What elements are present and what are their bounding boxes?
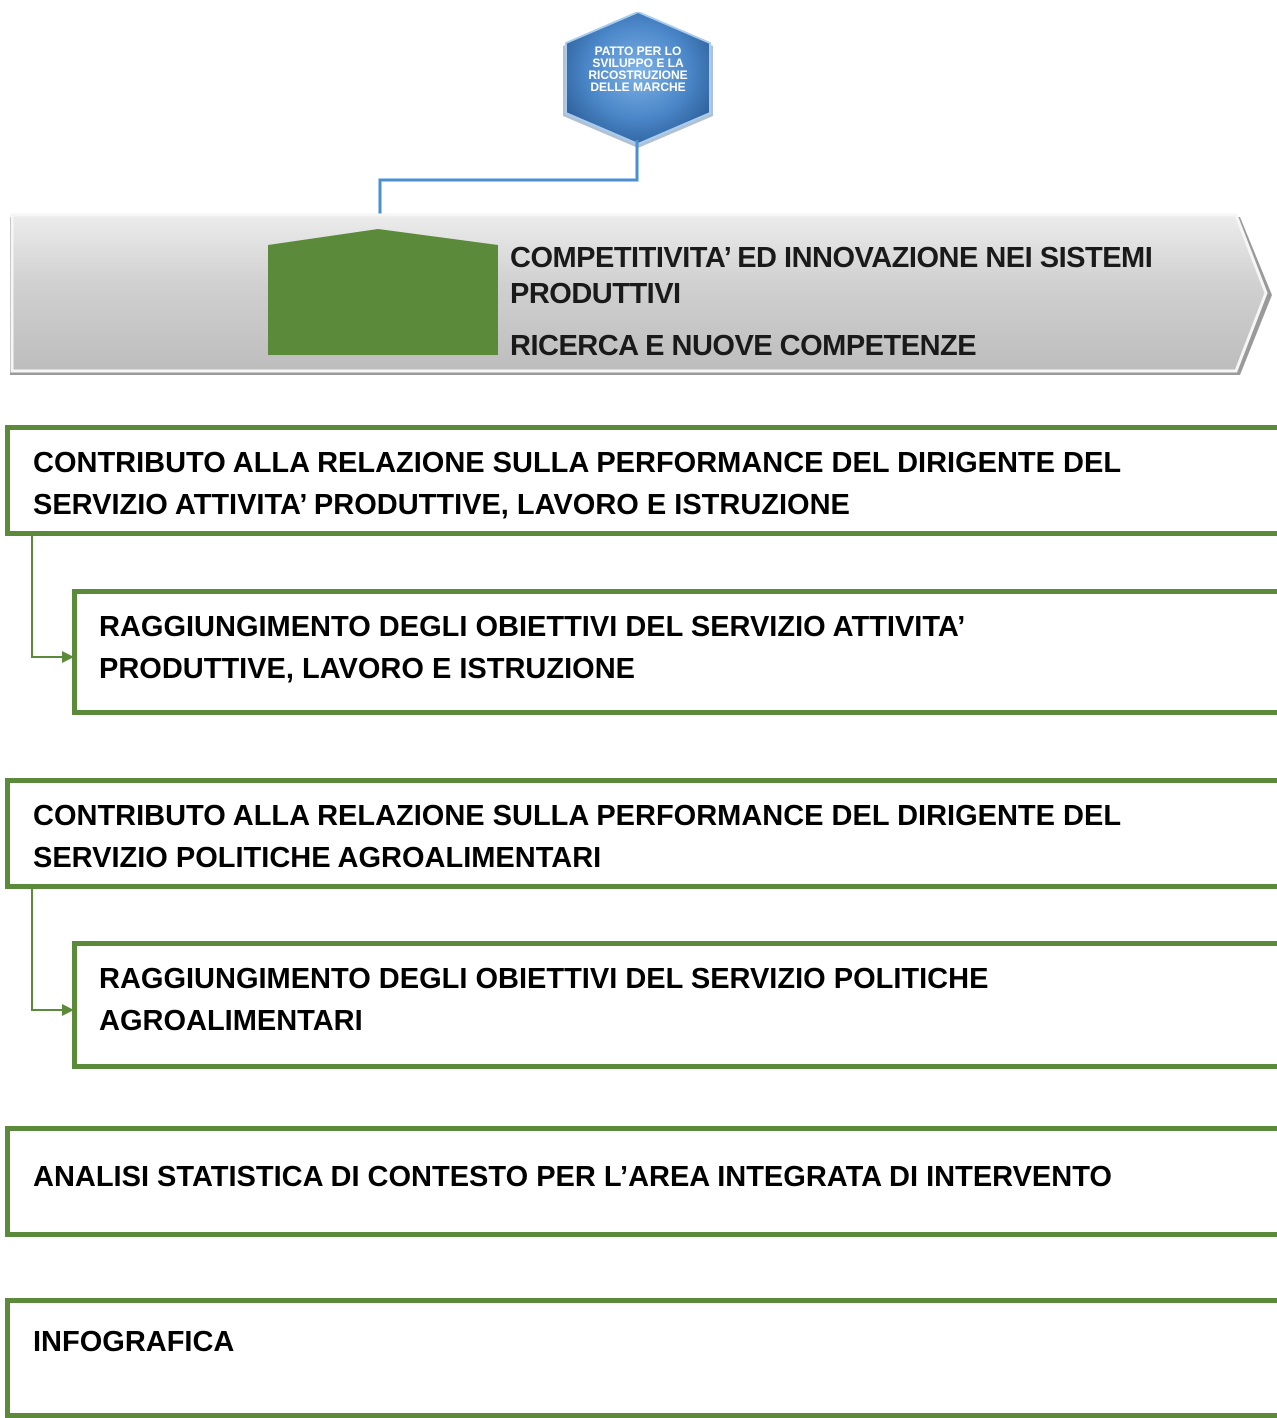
box-raggiungimento-politiche-agroalimentari: RAGGIUNGIMENTO DEGLI OBIETTIVI DEL SERVI… [72, 941, 1277, 1069]
box-text-line: RAGGIUNGIMENTO DEGLI OBIETTIVI DEL SERVI… [99, 611, 966, 643]
hexagon-label-line: PATTO PER LO [594, 44, 682, 58]
box-raggiungimento-attivita-produttive: RAGGIUNGIMENTO DEGLI OBIETTIVI DEL SERVI… [72, 589, 1277, 715]
hexagon-label-line: DELLE MARCHE [590, 80, 686, 94]
box-text-line: CONTRIBUTO ALLA RELAZIONE SULLA PERFORMA… [33, 447, 1122, 479]
objective-banner [10, 213, 1272, 375]
box-contributo-politiche-agroalimentari: CONTRIBUTO ALLA RELAZIONE SULLA PERFORMA… [5, 778, 1277, 889]
connector-2 [31, 888, 64, 1011]
box-text-line: SERVIZIO POLITICHE AGROALIMENTARI [33, 842, 602, 874]
box-text-line: RAGGIUNGIMENTO DEGLI OBIETTIVI DEL SERVI… [99, 963, 989, 995]
hexagon-shape [563, 12, 713, 148]
connector-1 [31, 534, 64, 658]
banner-line-2: PRODUTTIVI [510, 278, 681, 310]
box-analisi-statistica: ANALISI STATISTICA DI CONTESTO PER L’ARE… [5, 1126, 1277, 1237]
box-text-line: SERVIZIO ATTIVITA’ PRODUTTIVE, LAVORO E … [33, 489, 850, 521]
box-text-line: CONTRIBUTO ALLA RELAZIONE SULLA PERFORMA… [33, 800, 1122, 832]
box-text-line: AGROALIMENTARI [99, 1005, 363, 1037]
box-text-line: ANALISI STATISTICA DI CONTESTO PER L’ARE… [33, 1161, 1112, 1193]
green-block [268, 229, 498, 355]
box-infografica: INFOGRAFICA [5, 1298, 1277, 1418]
banner-line-3: RICERCA E NUOVE COMPETENZE [510, 330, 977, 362]
hexagon-label: PATTO PER LO SVILUPPO E LA RICOSTRUZIONE… [568, 45, 708, 93]
box-text-line: INFOGRAFICA [33, 1326, 235, 1358]
hexagon-label-line: RICOSTRUZIONE [588, 68, 688, 82]
box-contributo-attivita-produttive: CONTRIBUTO ALLA RELAZIONE SULLA PERFORMA… [5, 425, 1277, 536]
banner-line-1: COMPETITIVITA’ ED INNOVAZIONE NEI SISTEM… [510, 242, 1153, 274]
box-text-line: PRODUTTIVE, LAVORO E ISTRUZIONE [99, 653, 635, 685]
hexagon-label-line: SVILUPPO E LA [592, 56, 684, 70]
